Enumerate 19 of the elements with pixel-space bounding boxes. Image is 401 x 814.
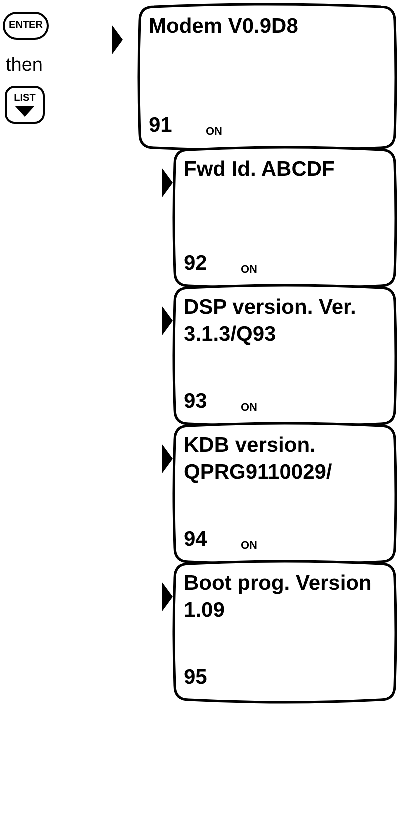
- status-indicator: ON: [241, 540, 258, 552]
- screen-code: 92: [184, 252, 208, 276]
- keypad-key: [3, 12, 49, 40]
- status-indicator: ON: [206, 126, 222, 138]
- screen-message: DSP version. Ver. 3.1.3/Q93: [184, 295, 358, 348]
- key-label: ENTER: [9, 21, 43, 31]
- screen-message: Modem V0.9D8: [149, 14, 300, 40]
- instruction-text: then: [6, 55, 43, 77]
- screen-message: Fwd Id. ABCDF: [184, 157, 336, 183]
- screen-message: KDB version. QPRG9110029/: [184, 433, 334, 486]
- screen-code: 94: [184, 528, 208, 552]
- screen-message: Boot prog. Version 1.09: [184, 571, 373, 624]
- status-indicator: ON: [241, 402, 258, 414]
- keypad-key: [5, 86, 45, 124]
- key-label: LIST: [14, 94, 36, 104]
- screen-code: 95: [184, 666, 208, 690]
- screen-code: 93: [184, 390, 208, 414]
- screen-code: 91: [149, 114, 172, 138]
- status-indicator: ON: [241, 264, 258, 276]
